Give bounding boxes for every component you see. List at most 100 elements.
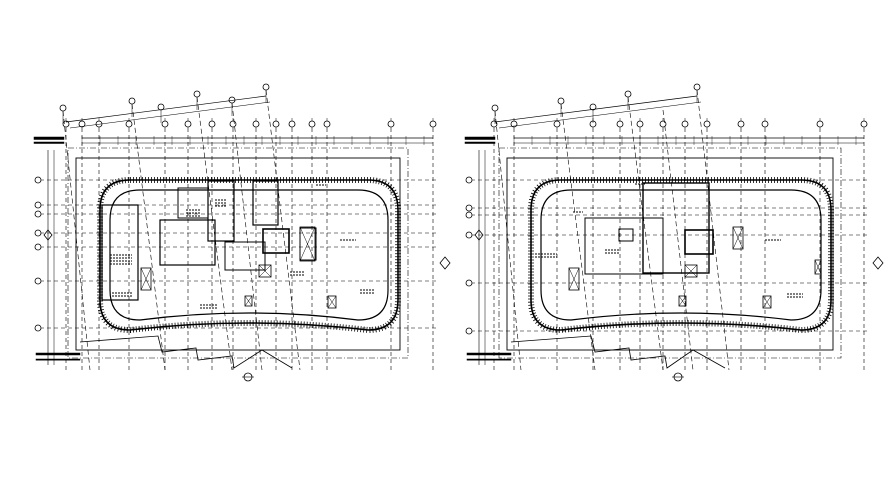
grid-bubble-top bbox=[323, 120, 331, 128]
grid-bubble-upper bbox=[693, 83, 701, 91]
grid-bubble-top bbox=[208, 120, 216, 128]
equipment-box bbox=[568, 267, 580, 291]
stepped-boundary bbox=[510, 335, 726, 369]
stepped-boundary bbox=[79, 335, 293, 369]
grid-bubble-left bbox=[34, 243, 42, 251]
equipment-cross bbox=[678, 295, 687, 307]
grid-bubble-top bbox=[125, 120, 133, 128]
site-boundary bbox=[67, 147, 409, 359]
grid-bubble-top bbox=[553, 120, 561, 128]
core-room bbox=[101, 204, 139, 301]
skewed-grid-line bbox=[494, 110, 522, 371]
grid-bubble-top bbox=[636, 120, 644, 128]
grid-bubble-left bbox=[465, 204, 473, 212]
skewed-grid-line bbox=[131, 103, 166, 371]
skewed-grid-line bbox=[627, 96, 664, 371]
title-bar bbox=[466, 352, 512, 356]
equipment-cross bbox=[327, 295, 337, 309]
equipment-cross bbox=[258, 264, 272, 278]
core-room bbox=[177, 187, 209, 219]
ramp-ring-inner bbox=[109, 189, 389, 321]
section-diamond bbox=[439, 256, 451, 270]
grid-bubble-top bbox=[288, 120, 296, 128]
grid-bubble-top bbox=[681, 120, 689, 128]
grid-bubble-top bbox=[816, 120, 824, 128]
ramp-ring-inner bbox=[540, 189, 822, 321]
dimension-line-sloped bbox=[69, 101, 271, 129]
equipment-box bbox=[678, 295, 687, 307]
building-outline bbox=[506, 157, 834, 351]
title-bar bbox=[464, 136, 496, 140]
grid-bubble-upper bbox=[589, 103, 597, 111]
grid-bubble-top bbox=[252, 120, 260, 128]
equipment-cross bbox=[244, 295, 253, 307]
dimension-line-sloped bbox=[498, 101, 702, 129]
title-bar bbox=[33, 136, 65, 140]
core-room bbox=[224, 241, 266, 271]
title-bar bbox=[35, 352, 81, 356]
equipment-cross bbox=[684, 264, 698, 278]
equipment-box bbox=[327, 295, 337, 309]
equipment-box bbox=[299, 226, 316, 262]
ramp-ring-hatch bbox=[97, 177, 401, 334]
grid-bubble-top bbox=[429, 120, 437, 128]
equipment-box bbox=[684, 264, 698, 278]
grid-bubble-top bbox=[737, 120, 745, 128]
grid-bubble-upper bbox=[59, 104, 67, 112]
equipment-box bbox=[814, 259, 822, 275]
grid-bubble-top bbox=[490, 120, 498, 128]
grid-bubble-upper bbox=[128, 97, 136, 105]
site-boundary bbox=[498, 147, 842, 359]
core-room bbox=[642, 182, 710, 274]
title-bar bbox=[466, 358, 512, 361]
core-room bbox=[252, 180, 279, 226]
grid-bubble-top bbox=[387, 120, 395, 128]
grid-bubble-top bbox=[78, 120, 86, 128]
g bbox=[464, 83, 884, 382]
section-diamond bbox=[43, 229, 53, 241]
grid-bubble-left bbox=[465, 211, 473, 219]
grid-bubble-left bbox=[34, 176, 42, 184]
equipment-cross bbox=[568, 267, 580, 291]
grid-bubble-upper bbox=[491, 104, 499, 112]
core-room bbox=[159, 219, 216, 266]
equipment-cross bbox=[732, 226, 744, 250]
grid-bubble-top bbox=[616, 120, 624, 128]
equipment-box bbox=[244, 295, 253, 307]
dimension-line-sloped bbox=[494, 95, 698, 123]
grid-bubble-left bbox=[34, 210, 42, 218]
core-room bbox=[262, 228, 290, 254]
grid-bubble-left bbox=[34, 324, 42, 332]
skewed-grid-line bbox=[231, 102, 263, 371]
skewed-grid-line bbox=[560, 103, 596, 371]
equipment-box bbox=[732, 226, 744, 250]
core-room bbox=[684, 229, 714, 255]
equipment-cross bbox=[140, 267, 152, 291]
grid-bubble-left bbox=[34, 229, 42, 237]
grid-bubble-top bbox=[229, 120, 237, 128]
equipment-cross bbox=[814, 259, 822, 275]
equipment-box bbox=[140, 267, 152, 291]
grid-bubble-top bbox=[761, 120, 769, 128]
grid-bubble-top bbox=[272, 120, 280, 128]
grid-bubble-top bbox=[860, 120, 868, 128]
grid-bubble-upper bbox=[193, 90, 201, 98]
core-room bbox=[618, 228, 634, 242]
skewed-grid-line bbox=[62, 110, 91, 371]
grid-bubble-left bbox=[465, 231, 473, 239]
grid-bubble-upper bbox=[262, 83, 270, 91]
grid-bubble-top bbox=[510, 120, 518, 128]
grid-bubble-left bbox=[465, 279, 473, 287]
grid-bubble-upper bbox=[624, 90, 632, 98]
grid-bubble-top bbox=[703, 120, 711, 128]
ramp-ring-outer bbox=[530, 179, 832, 331]
grid-bubble-upper bbox=[557, 97, 565, 105]
equipment-cross bbox=[299, 226, 316, 262]
ramp-ring-hatch bbox=[528, 177, 834, 334]
core-room bbox=[584, 217, 664, 275]
section-diamond bbox=[872, 256, 884, 270]
title-bar bbox=[35, 358, 81, 361]
grid-bubble-left bbox=[34, 277, 42, 285]
